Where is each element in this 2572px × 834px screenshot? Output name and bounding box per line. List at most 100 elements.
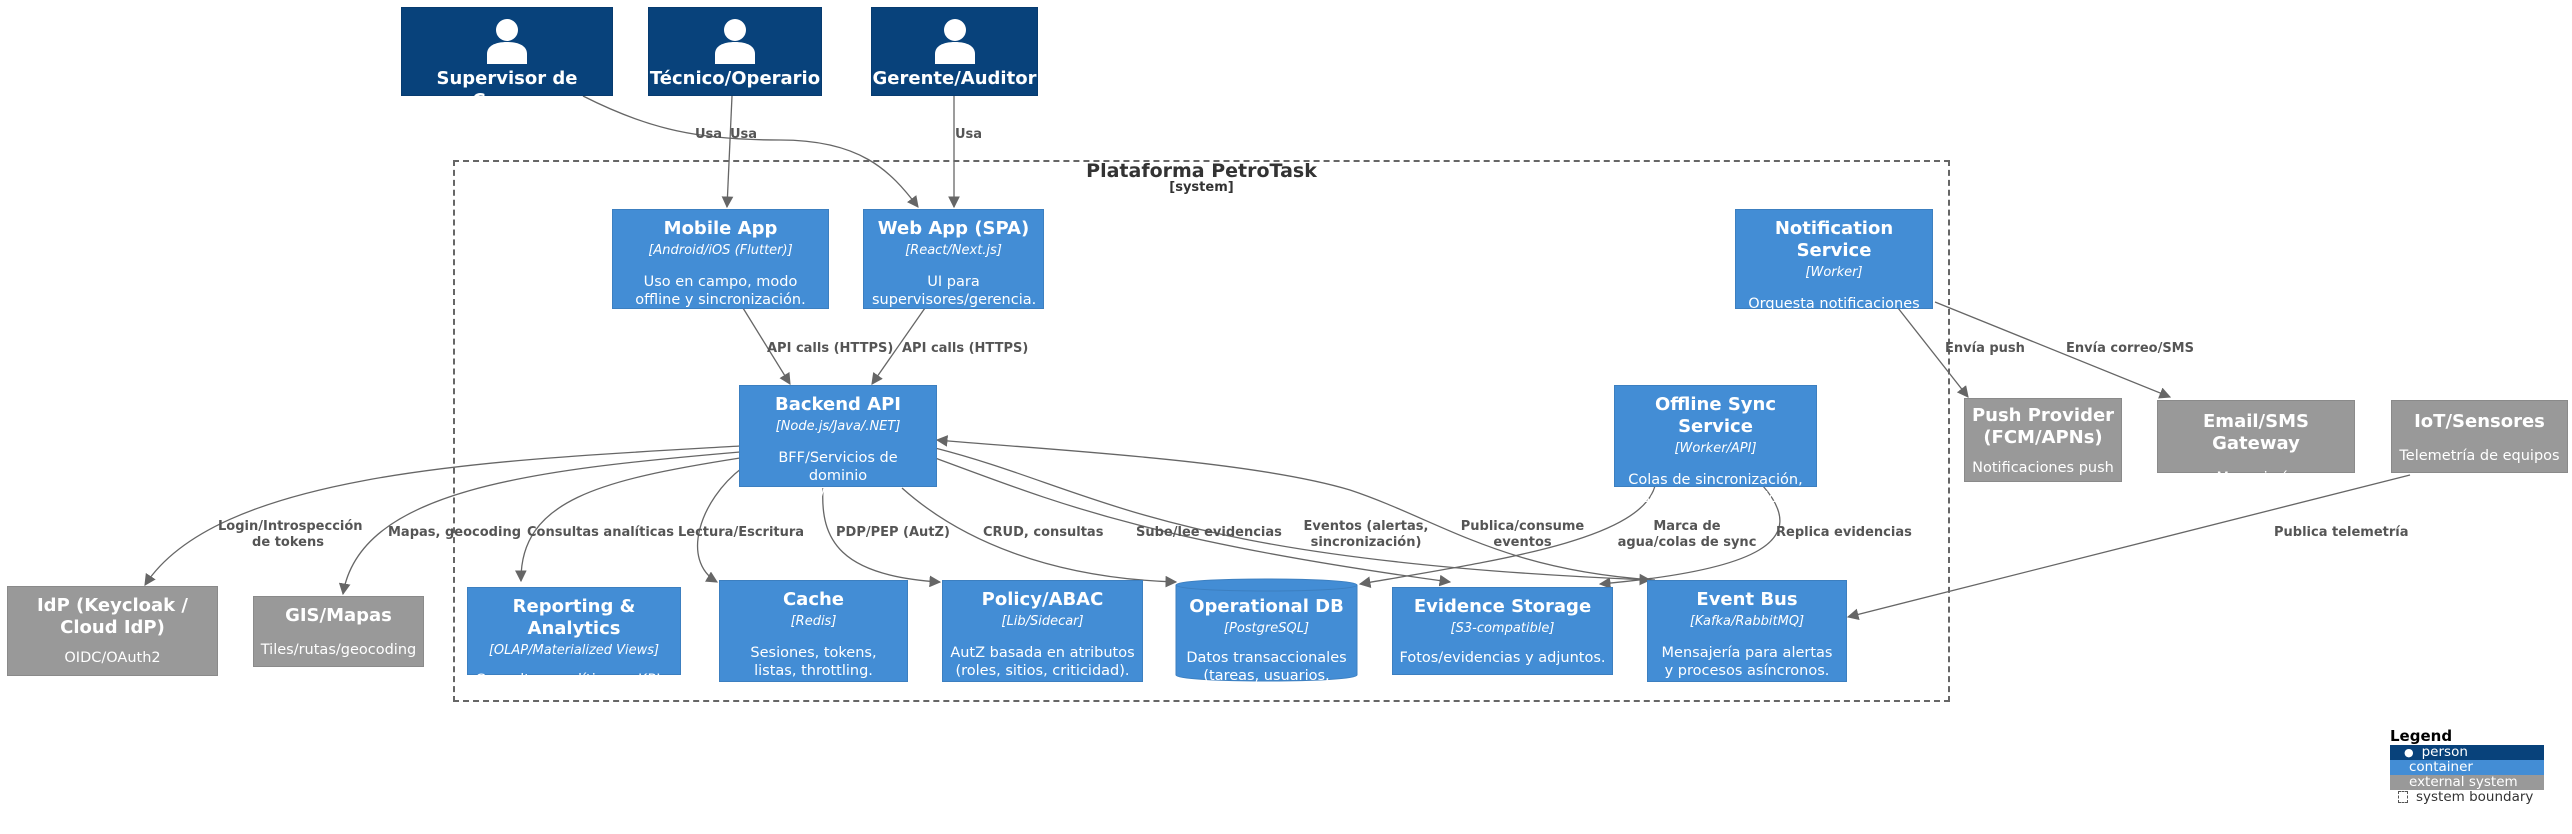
node-desc: Telemetría de equipos (2399, 448, 2560, 464)
node-tech: [React/Next.js] (905, 243, 1002, 258)
node-title: GIS/Mapas (285, 605, 392, 626)
person-gerente[interactable]: Gerente/Auditor (871, 7, 1038, 96)
legend: Legend ● person container external system… (2390, 727, 2544, 805)
node-title: Cache (782, 589, 845, 610)
node-desc: Tiles/rutas/geocoding (260, 642, 417, 658)
edge-backend-eventbus (934, 447, 1652, 586)
node-title: Event Bus (1696, 589, 1798, 610)
edge-label-eventbus-backend: Publica/consume eventos (1460, 519, 1585, 550)
edge-label-gerente-webapp: Usa (955, 127, 983, 142)
container-reporting[interactable]: Reporting & Analytics [OLAP/Materialized… (467, 587, 681, 688)
container-web-app[interactable]: Web App (SPA) [React/Next.js] UI para su… (863, 209, 1044, 309)
edge-label-mobile-backend: API calls (HTTPS) (767, 341, 894, 356)
external-gis-mapas[interactable]: GIS/Mapas Tiles/rutas/geocoding (253, 596, 424, 667)
edge-label-backend-eventbus: Eventos (alertas, sincronización) (1303, 519, 1429, 550)
database-cylinder-icon (1175, 578, 1358, 682)
node-title: Policy/ABAC (981, 589, 1104, 610)
boundary-type: [system] (1169, 180, 1234, 195)
container-backend-api[interactable]: Backend API [Node.js/Java/.NET] BFF/Serv… (739, 385, 937, 502)
legend-external: external system (2390, 775, 2544, 790)
node-title: Operational DB (1189, 596, 1344, 617)
node-tech: [Kafka/RabbitMQ] (1689, 614, 1805, 629)
edge-backend-gis (338, 451, 741, 596)
container-evidence-storage[interactable]: Evidence Storage [S3-compatible] Fotos/e… (1392, 587, 1613, 675)
node-tech: [Android/iOS (Flutter)] (648, 243, 793, 258)
node-title: Notification Service (1774, 218, 1894, 261)
person-title: Supervisor de Campo (436, 68, 578, 111)
container-offline-sync[interactable]: Offline Sync Service [Worker/API] Colas … (1614, 385, 1817, 506)
edge-backend-cache (696, 467, 743, 583)
person-icon (934, 19, 975, 64)
legend-container: container (2390, 760, 2544, 775)
boundary-icon (2398, 791, 2408, 803)
node-desc: Uso en campo, modo offline y sincronizac… (635, 274, 806, 308)
edge-label-backend-gis: Mapas, geocoding (388, 525, 522, 540)
container-event-bus[interactable]: Event Bus [Kafka/RabbitMQ] Mensajería pa… (1647, 580, 1847, 682)
node-desc: OIDC/OAuth2 (64, 650, 161, 666)
edge-label-supervisor-webapp: Usa (695, 127, 723, 142)
person-icon (487, 19, 527, 64)
edge-label-backend-idp: Login/Introspección de tokens (218, 519, 363, 550)
node-desc: Mensajería (2216, 470, 2296, 486)
node-desc: Mensajería para alertas y procesos asínc… (1661, 645, 1833, 679)
person-icon: ● (2404, 746, 2414, 759)
legend-external-label: external system (2409, 774, 2518, 790)
container-notification-service[interactable]: Notification Service [Worker] Orquesta n… (1735, 209, 1933, 330)
edge-webapp-backend (871, 307, 926, 385)
edge-notif-push (1897, 307, 1969, 398)
edge-label-backend-policy: PDP/PEP (AutZ) (836, 525, 950, 540)
legend-person: ● person (2390, 745, 2544, 760)
edge-offline-evidence (1598, 485, 1781, 589)
node-tech: [OLAP/Materialized Views] (488, 643, 660, 658)
container-policy[interactable]: Policy/ABAC [Lib/Sidecar] AutZ basada en… (942, 580, 1143, 682)
external-iot-sensores[interactable]: IoT/Sensores Telemetría de equipos (2391, 400, 2568, 473)
node-desc: Datos transaccionales (tareas, usuarios,… (1186, 650, 1347, 702)
edge-offline-opdb (1358, 485, 1656, 588)
node-desc: Fotos/evidencias y adjuntos. (1399, 650, 1606, 666)
node-title: Reporting & Analytics (512, 596, 636, 639)
legend-boundary-label: system boundary (2416, 789, 2534, 805)
node-tech: [Node.js/Java/.NET] (775, 419, 901, 434)
node-desc: Notificaciones push (1972, 460, 2114, 476)
edge-mobile-backend (742, 307, 791, 385)
edge-backend-policy (822, 487, 942, 588)
edge-label-iot-eventbus: Publica telemetría (2274, 525, 2409, 540)
person-title: Gerente/Auditor (872, 68, 1037, 89)
edge-eventbus-backend (935, 435, 1656, 581)
edge-backend-opdb (901, 487, 1178, 588)
edge-label-offline-evidence: Replica evidencias (1776, 525, 1912, 540)
node-desc: UI para supervisores/gerencia. (872, 274, 1037, 308)
edge-backend-evidence (934, 457, 1452, 587)
boundary-title: Plataforma PetroTask (1086, 160, 1317, 182)
container-operational-db[interactable]: Operational DB [PostgreSQL] Datos transa… (1175, 575, 1358, 702)
node-title: Offline Sync Service (1654, 394, 1777, 437)
person-supervisor[interactable]: Supervisor de Campo (401, 7, 613, 111)
external-idp[interactable]: IdP (Keycloak / Cloud IdP) OIDC/OAuth2 (7, 586, 218, 676)
person-tecnico[interactable]: Técnico/Operario (648, 7, 822, 96)
external-email-sms-gateway[interactable]: Email/SMS Gateway Mensajería (2157, 400, 2355, 486)
edge-label-backend-cache: Lectura/Escritura (678, 525, 805, 540)
edge-supervisor-webapp (582, 95, 919, 208)
edge-notif-email (1934, 301, 2172, 399)
node-title: IoT/Sensores (2414, 411, 2545, 432)
edge-iot-eventbus (1846, 474, 2411, 621)
edge-label-tecnico-mobile: Usa (730, 127, 758, 142)
edge-label-backend-evidence: Sube/lee evidencias (1136, 525, 1282, 540)
legend-person-label: person (2421, 744, 2468, 760)
node-title: Web App (SPA) (877, 218, 1030, 239)
legend-title: Legend (2390, 727, 2453, 745)
edge-tecnico-mobile (721, 95, 734, 209)
node-title: Mobile App (663, 218, 778, 239)
legend-container-label: container (2409, 759, 2473, 775)
container-mobile-app[interactable]: Mobile App [Android/iOS (Flutter)] Uso e… (612, 209, 829, 309)
external-push-provider[interactable]: Push Provider (FCM/APNs) Notificaciones … (1964, 398, 2122, 482)
edge-label-notif-email: Envía correo/SMS (2066, 341, 2194, 356)
node-desc: Sesiones, tokens, listas, throttling. (750, 645, 877, 679)
node-desc: BFF/Servicios de dominio (REST/GraphQL). (776, 450, 900, 502)
node-desc: AutZ basada en atributos (roles, sitios,… (950, 645, 1135, 679)
node-desc: Orquesta notificaciones (push/email/SMS)… (1748, 296, 1920, 330)
node-title: Backend API (774, 394, 902, 415)
system-boundary (453, 160, 1950, 702)
legend-boundary: system boundary (2390, 790, 2544, 805)
container-cache[interactable]: Cache [Redis] Sesiones, tokens, listas, … (719, 580, 908, 682)
